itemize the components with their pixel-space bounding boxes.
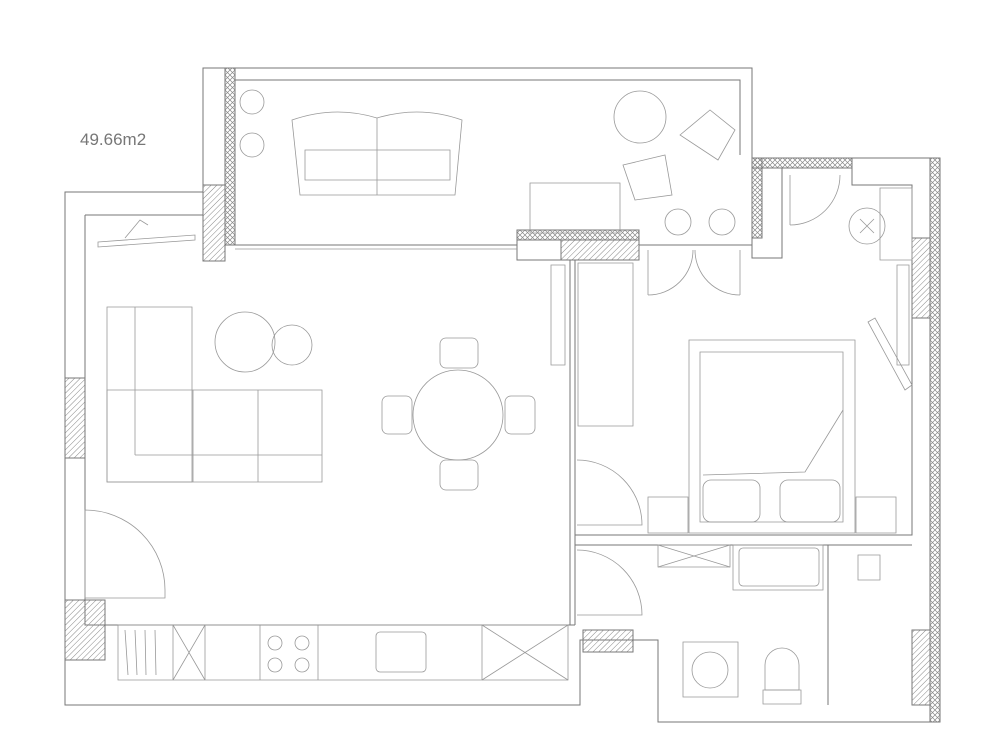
- area-label: 49.66m2: [80, 130, 147, 149]
- dining-set: [382, 338, 535, 490]
- coffee-tables: [215, 312, 312, 372]
- tv-unit: [98, 220, 195, 247]
- outer-walls: [65, 68, 940, 722]
- balcony-sofa: [292, 112, 462, 195]
- bathroom-fixtures: [658, 545, 880, 704]
- kitchen-counter: [118, 625, 568, 680]
- plants: [240, 90, 735, 235]
- wardrobe: [551, 263, 633, 426]
- sofa-sectional: [107, 307, 322, 482]
- bedroom-extras: [849, 188, 912, 390]
- bed: [648, 340, 896, 533]
- balcony-table-chairs: [530, 91, 735, 233]
- doors: [85, 175, 840, 615]
